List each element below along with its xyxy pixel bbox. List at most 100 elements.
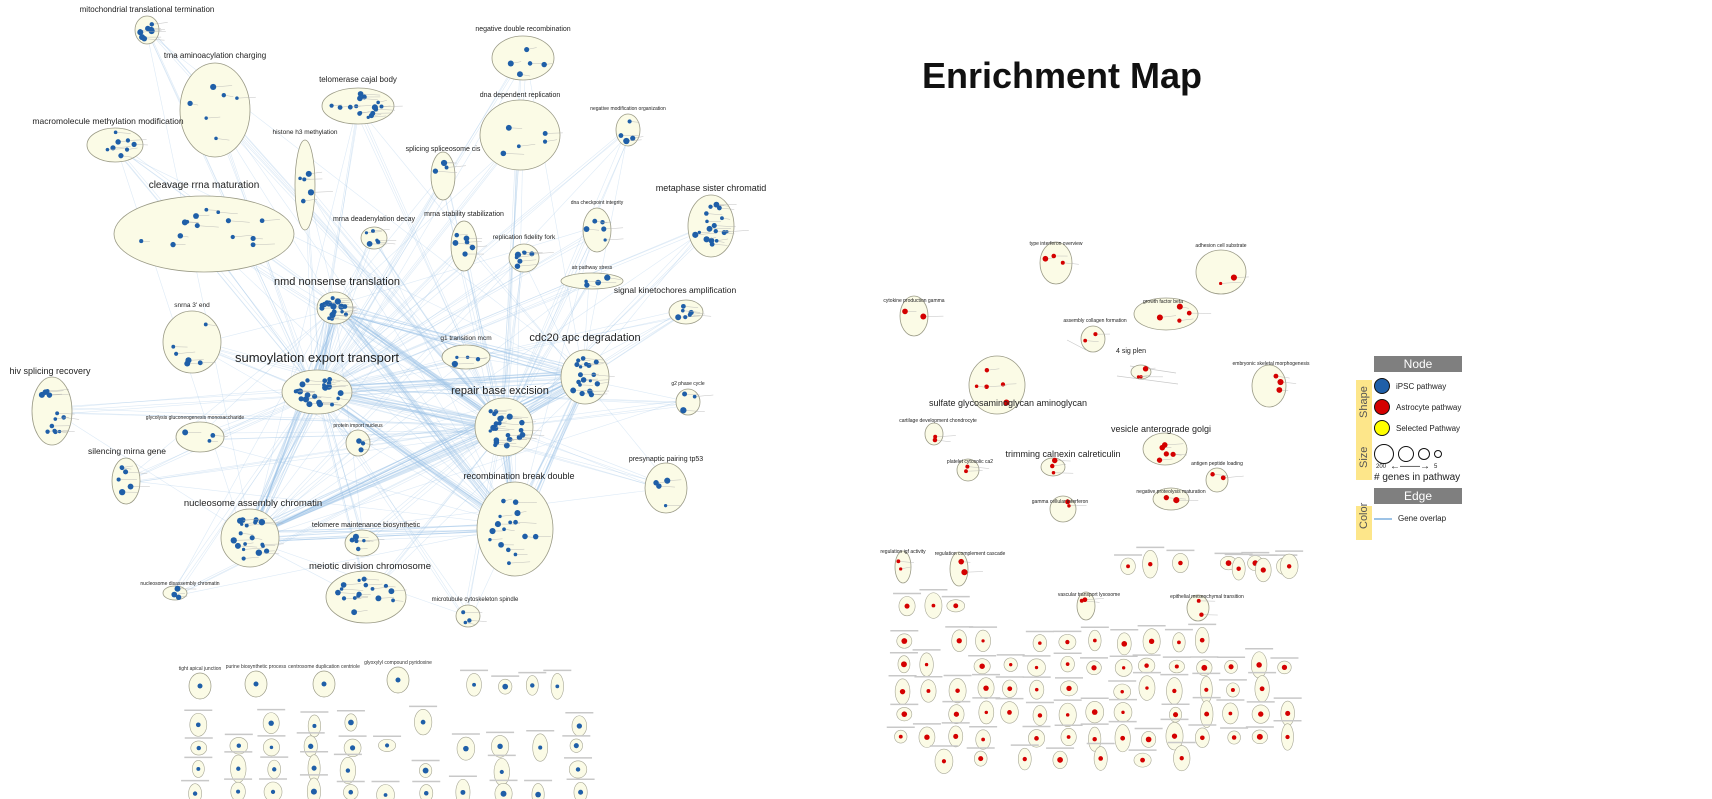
pathway-node[interactable]: [362, 538, 366, 543]
pathway-node[interactable]: [714, 238, 719, 243]
pathway-node[interactable]: [1200, 735, 1205, 741]
pathway-node[interactable]: [204, 116, 208, 120]
pathway-node[interactable]: [541, 61, 547, 68]
pathway-node[interactable]: [713, 201, 719, 207]
pathway-node[interactable]: [462, 251, 468, 257]
pathway-node[interactable]: [1120, 735, 1126, 741]
pathway-node[interactable]: [493, 443, 498, 448]
pathway-node[interactable]: [241, 547, 246, 552]
pathway-node[interactable]: [1038, 641, 1042, 645]
pathway-node[interactable]: [1219, 281, 1223, 286]
pathway-node[interactable]: [703, 236, 710, 243]
pathway-node[interactable]: [46, 392, 53, 398]
pathway-node[interactable]: [506, 413, 513, 420]
pathway-node[interactable]: [1034, 736, 1039, 741]
pathway-node[interactable]: [335, 589, 341, 596]
pathway-node[interactable]: [358, 447, 364, 453]
pathway-node[interactable]: [1092, 736, 1097, 742]
pathway-node[interactable]: [506, 547, 511, 553]
pathway-node[interactable]: [706, 225, 713, 232]
pathway-node[interactable]: [956, 638, 962, 644]
pathway-node[interactable]: [236, 517, 244, 524]
pathway-node[interactable]: [1121, 710, 1125, 715]
pathway-node[interactable]: [1236, 566, 1241, 571]
pathway-node[interactable]: [680, 308, 685, 313]
pathway-node[interactable]: [953, 603, 959, 609]
pathway-node[interactable]: [493, 409, 499, 414]
pathway-node[interactable]: [316, 399, 322, 406]
pathway-node[interactable]: [502, 527, 506, 532]
pathway-node[interactable]: [594, 381, 600, 387]
pathway-node[interactable]: [383, 583, 389, 589]
pathway-node[interactable]: [352, 533, 359, 540]
pathway-node[interactable]: [131, 141, 137, 147]
pathway-node[interactable]: [174, 351, 179, 356]
pathway-node[interactable]: [1060, 260, 1065, 265]
pathway-node[interactable]: [364, 231, 369, 235]
pathway-node[interactable]: [1179, 756, 1184, 761]
pathway-node[interactable]: [1091, 665, 1097, 671]
pathway-node[interactable]: [899, 567, 903, 571]
pathway-node[interactable]: [513, 519, 518, 525]
pathway-node[interactable]: [500, 150, 507, 157]
pathway-node[interactable]: [1007, 686, 1013, 692]
pathway-node[interactable]: [337, 105, 343, 110]
pathway-node[interactable]: [298, 176, 302, 181]
pathway-node[interactable]: [1140, 757, 1145, 763]
pathway-node[interactable]: [116, 477, 121, 482]
pathway-node[interactable]: [307, 189, 315, 196]
pathway-node[interactable]: [675, 314, 682, 321]
pathway-node[interactable]: [1145, 686, 1149, 690]
pathway-node[interactable]: [357, 95, 363, 102]
pathway-node[interactable]: [1098, 756, 1104, 761]
pathway-node[interactable]: [1161, 442, 1168, 448]
pathway-node[interactable]: [516, 144, 521, 149]
pathway-node[interactable]: [337, 390, 344, 397]
pathway-node[interactable]: [472, 682, 476, 687]
pathway-node[interactable]: [1121, 641, 1128, 647]
pathway-node[interactable]: [1145, 736, 1152, 743]
pathway-node[interactable]: [204, 207, 209, 212]
pathway-node[interactable]: [902, 308, 908, 315]
pathway-node[interactable]: [1228, 711, 1233, 716]
pathway-node[interactable]: [321, 681, 327, 687]
pathway-node[interactable]: [542, 131, 548, 136]
pathway-node[interactable]: [358, 111, 363, 115]
pathway-node[interactable]: [243, 542, 247, 546]
pathway-node[interactable]: [269, 745, 274, 750]
pathway-node[interactable]: [720, 216, 724, 221]
pathway-node[interactable]: [965, 464, 970, 469]
pathway-node[interactable]: [574, 362, 580, 368]
pathway-node[interactable]: [312, 723, 317, 728]
pathway-node[interactable]: [595, 279, 602, 286]
pathway-node[interactable]: [322, 378, 328, 384]
pathway-node[interactable]: [304, 392, 311, 398]
pathway-node[interactable]: [924, 662, 929, 667]
pathway-node[interactable]: [663, 504, 668, 508]
pathway-node[interactable]: [330, 303, 337, 310]
pathway-node[interactable]: [721, 230, 727, 236]
pathway-node[interactable]: [1230, 274, 1237, 281]
pathway-node[interactable]: [584, 282, 590, 288]
pathway-node[interactable]: [1204, 711, 1210, 717]
pathway-node[interactable]: [324, 300, 330, 306]
pathway-node[interactable]: [148, 27, 155, 35]
pathway-node[interactable]: [508, 520, 513, 525]
pathway-node[interactable]: [490, 424, 497, 431]
pathway-node[interactable]: [958, 558, 965, 565]
pathway-node[interactable]: [984, 368, 990, 373]
pathway-node[interactable]: [454, 232, 460, 238]
pathway-node[interactable]: [514, 510, 521, 517]
pathway-node[interactable]: [352, 596, 357, 600]
pathway-node[interactable]: [385, 743, 390, 748]
pathway-node[interactable]: [901, 711, 908, 717]
pathway-node[interactable]: [1156, 314, 1163, 321]
pathway-node[interactable]: [258, 518, 266, 526]
pathway-node[interactable]: [580, 356, 586, 361]
pathway-node[interactable]: [901, 661, 907, 668]
pathway-node[interactable]: [1051, 471, 1056, 475]
pathway-node[interactable]: [493, 421, 499, 427]
pathway-node[interactable]: [349, 537, 355, 543]
pathway-node[interactable]: [235, 96, 239, 100]
pathway-node[interactable]: [1281, 664, 1288, 671]
